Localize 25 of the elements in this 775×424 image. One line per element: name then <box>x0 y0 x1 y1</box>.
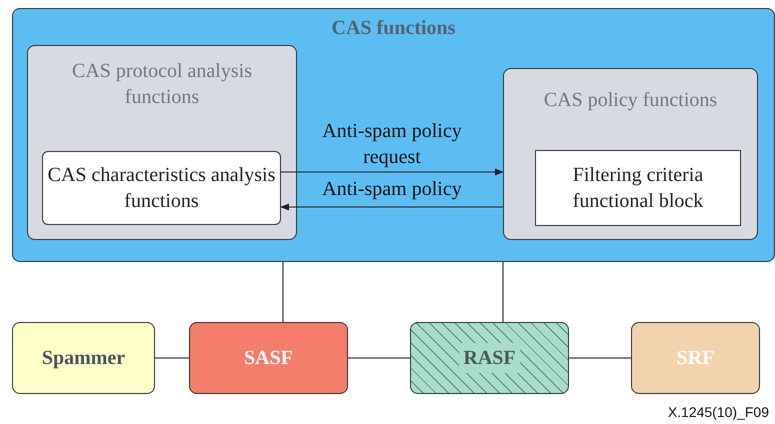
edge-label: Anti-spam policy <box>321 177 463 202</box>
box-label: CAS characteristics analysis functions <box>46 163 276 214</box>
entity-box <box>189 322 348 394</box>
box-label: Spammer <box>42 346 126 371</box>
panel-title: CAS protocol analysis functions <box>71 59 253 110</box>
container-panel <box>12 8 775 262</box>
group-panel <box>27 45 297 240</box>
function-box <box>42 151 281 225</box>
box-label: SASF <box>244 346 293 371</box>
hatched-entity-box <box>410 322 569 394</box>
box-label: SRF <box>676 346 714 371</box>
entity-box <box>12 322 155 394</box>
function-box <box>535 150 741 226</box>
panel-title: CAS functions <box>332 16 456 41</box>
connector-line <box>502 262 504 322</box>
box-label: Filtering criteria functional block <box>572 163 704 214</box>
figure-id: X.1245(10)_F09 <box>668 403 769 422</box>
connector-line <box>282 262 284 322</box>
panel-title: CAS policy functions <box>544 88 718 113</box>
arrow <box>280 168 504 176</box>
box-label: RASF <box>459 343 520 373</box>
edge-label: Anti-spam policy request <box>321 119 463 170</box>
arrow <box>280 203 504 211</box>
group-panel <box>503 68 758 240</box>
entity-box <box>631 322 760 394</box>
